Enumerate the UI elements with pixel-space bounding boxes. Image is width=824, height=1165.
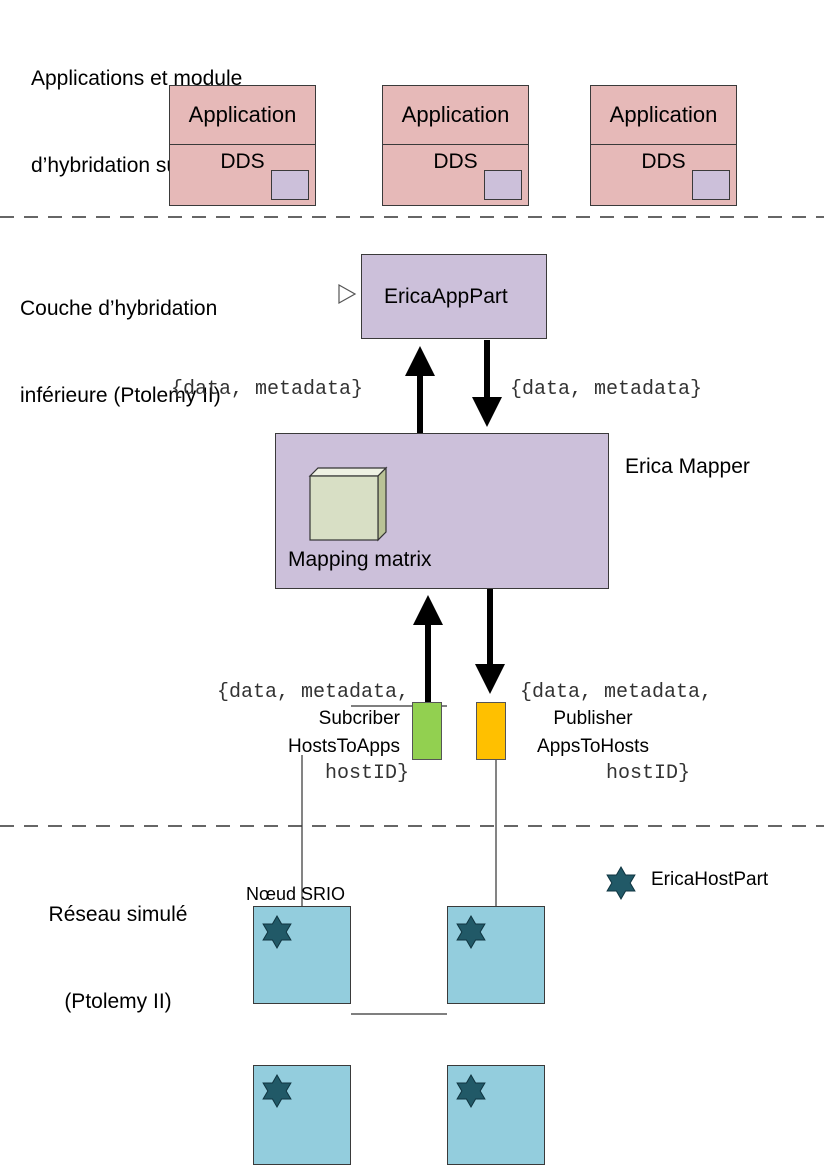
flow-up-label: {data, metadata} [171, 378, 364, 401]
application-label: Application [170, 86, 315, 145]
star-icon [456, 914, 486, 950]
srio-node-top-left [253, 906, 351, 1004]
erica-mapper-label: Erica Mapper [625, 455, 750, 478]
application-box-1: Application DDS [169, 85, 316, 206]
flow-down-label: {data, metadata} [510, 378, 703, 401]
node-label: Nœud SRIO [246, 884, 346, 904]
flow-in-line2: hostID} [324, 762, 409, 785]
application-label: Application [591, 86, 736, 145]
star-icon [262, 914, 292, 950]
upper-layer-title-line1: Applications et module [31, 67, 243, 90]
dds-label: DDS [433, 150, 478, 173]
flow-out-line2: hostID} [605, 762, 690, 785]
legend-label: EricaHostPart [651, 869, 769, 890]
subscriber-line2: HostsToApps [288, 736, 400, 757]
subscriber-line1: Subcriber [318, 708, 400, 729]
application-box-3: Application DDS [590, 85, 737, 206]
network-title-line2: (Ptolemy II) [64, 990, 172, 1013]
srio-node-bottom-left [253, 1065, 351, 1165]
srio-node-top-right [447, 906, 545, 1004]
dds-port [484, 170, 522, 200]
lower-layer-title-line2: inférieure (Ptolemy II) [20, 384, 221, 407]
dds-port [271, 170, 309, 200]
publisher-label: Publisher AppsToHosts [518, 705, 668, 761]
erica-app-part-box: EricaAppPart [361, 254, 547, 339]
srio-node-bottom-right [447, 1065, 545, 1165]
network-title: Réseau simulé (Ptolemy II) [30, 842, 206, 1045]
publisher-block [476, 702, 506, 760]
application-label: Application [383, 86, 528, 145]
publisher-line1: Publisher [553, 708, 633, 729]
dds-label: DDS [641, 150, 686, 173]
input-port-triangle [338, 283, 357, 305]
flow-out-label: {data, metadata, hostID} [520, 625, 758, 814]
flow-in-label: {data, metadata, hostID} [171, 625, 409, 814]
publisher-line2: AppsToHosts [537, 736, 649, 757]
erica-app-part-label: EricaAppPart [384, 285, 508, 308]
mapping-matrix-label: Mapping matrix [288, 548, 432, 571]
network-title-line1: Réseau simulé [48, 903, 188, 926]
subscriber-block [412, 702, 442, 760]
application-box-2: Application DDS [382, 85, 529, 206]
star-icon [262, 1073, 292, 1109]
dds-label: DDS [220, 150, 265, 173]
lower-layer-title-line1: Couche d’hybridation [20, 297, 218, 320]
dds-port [692, 170, 730, 200]
mapping-matrix-icon [308, 466, 388, 542]
star-icon [606, 865, 636, 901]
subscriber-label: Subcriber HostsToApps [270, 705, 400, 761]
erica-mapper-box: Mapping matrix [275, 433, 609, 589]
flow-out-line1: {data, metadata, [520, 681, 713, 704]
flow-in-line1: {data, metadata, [216, 681, 409, 704]
star-icon [456, 1073, 486, 1109]
lower-layer-title: Couche d’hybridation inférieure (Ptolemy… [20, 236, 221, 439]
